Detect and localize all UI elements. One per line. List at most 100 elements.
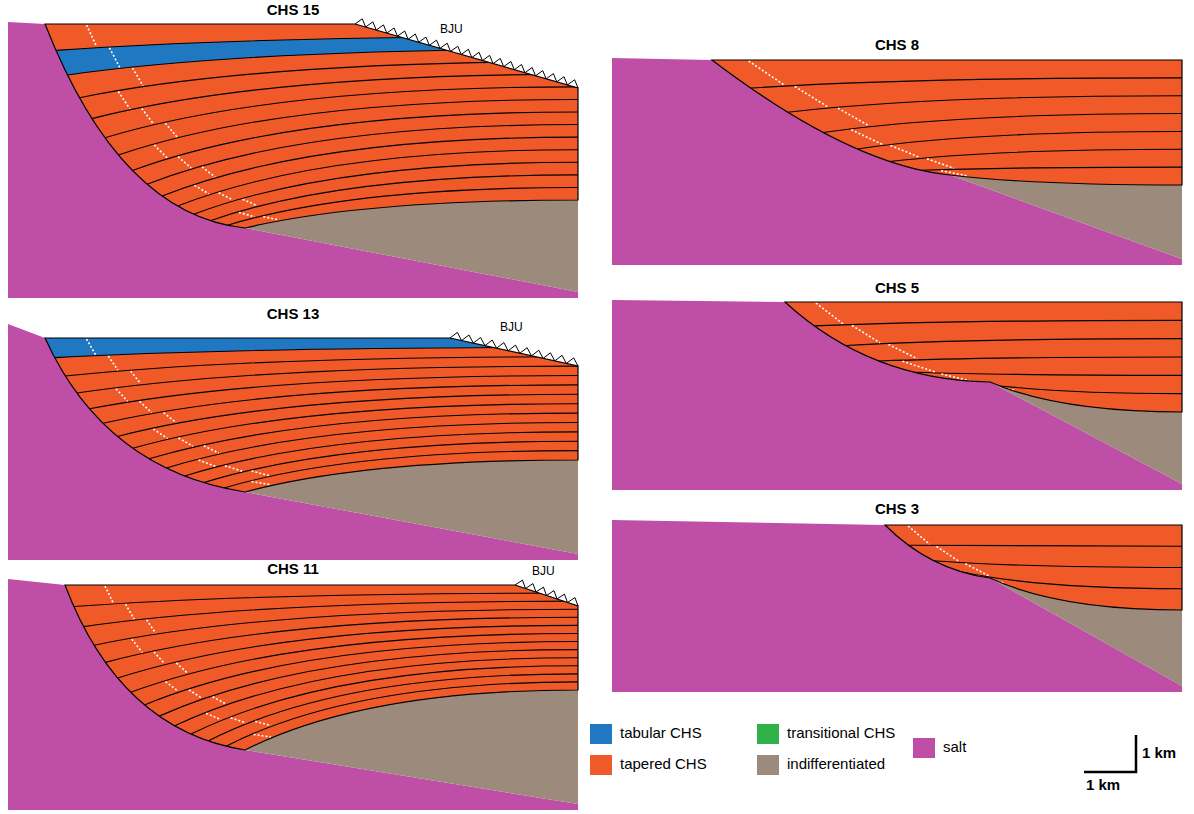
section-panel [612, 58, 1182, 265]
dotted-marker [165, 123, 177, 137]
dotted-marker [164, 413, 177, 423]
tapered-fill [65, 585, 578, 750]
unconformity-label: BJU [532, 564, 555, 578]
section-title: CHS 3 [875, 500, 919, 518]
horizon-line [133, 112, 579, 171]
dotted-marker [178, 157, 191, 168]
tapered-fill [885, 525, 1182, 610]
dotted-marker [936, 546, 959, 561]
dotted-marker [109, 48, 119, 68]
horizon-line [204, 441, 578, 482]
unconformity-zigzag [450, 332, 578, 366]
dotted-marker [927, 159, 954, 168]
dotted-marker [118, 92, 130, 109]
scale-label: 1 km [1086, 776, 1120, 793]
scale-label: 1 km [1086, 776, 1120, 794]
dotted-marker [204, 446, 219, 453]
dotted-marker [243, 199, 257, 205]
tapered-fill [712, 60, 1182, 185]
section-panel [8, 324, 578, 560]
dotted-marker [202, 167, 215, 177]
section-title: CHS 5 [875, 279, 919, 297]
dotted-marker [795, 86, 828, 107]
horizon-line [788, 96, 1182, 113]
dotted-marker [816, 303, 843, 324]
salt-body [8, 579, 578, 810]
legend-swatch [757, 724, 779, 744]
dotted-marker [252, 482, 271, 485]
legend-text: transitional CHS [787, 724, 895, 741]
dotted-marker [176, 663, 187, 673]
horizon-line [908, 545, 1182, 546]
horizon-line [56, 37, 578, 51]
section-title: CHS 13 [267, 305, 320, 323]
horizon-line [118, 625, 578, 678]
horizon-line [117, 394, 578, 436]
tapered-fill [45, 338, 578, 492]
tabular-layer [45, 338, 578, 358]
legend-swatch [913, 738, 935, 758]
tapered-fill [45, 24, 578, 228]
legend-text: indifferentiated [787, 755, 885, 772]
dotted-marker [252, 471, 270, 476]
basin-outline [45, 24, 578, 228]
dotted-marker [87, 339, 96, 355]
dotted-marker [231, 718, 246, 723]
horizon-line [814, 320, 1182, 326]
dotted-marker [132, 639, 142, 652]
dotted-marker [908, 526, 930, 544]
horizon-line [751, 78, 1182, 88]
layer-group [749, 61, 1182, 176]
dotted-marker [195, 185, 209, 194]
legend-swatch [757, 755, 779, 775]
dotted-marker [147, 620, 156, 633]
unconformity-zigzag [355, 19, 578, 88]
section-title: CHS 15 [267, 1, 320, 18]
scale-label: 1 km [1142, 744, 1176, 761]
dotted-marker [178, 438, 193, 446]
unconformity-label: BJU [532, 564, 555, 578]
section-title: CHS 5 [875, 279, 919, 296]
horizon-line [185, 432, 578, 476]
scale-bar [1084, 735, 1136, 772]
section-title: CHS 13 [267, 305, 320, 322]
horizon-line [105, 87, 578, 138]
horizon-line [890, 149, 1182, 161]
legend-swatch [590, 755, 612, 775]
horizon-line [224, 451, 578, 488]
horizon-line [84, 601, 578, 627]
section-title: CHS 8 [875, 36, 919, 54]
dotted-marker [851, 130, 882, 145]
horizon-line [77, 366, 578, 393]
section-title: CHS 8 [875, 36, 919, 53]
dotted-marker [108, 356, 118, 370]
basin-outline [785, 302, 1182, 412]
basin-outline [45, 338, 578, 492]
layer-group [45, 338, 578, 488]
legend-swatch [590, 724, 612, 744]
dotted-marker [154, 652, 165, 664]
salt-body [8, 324, 578, 560]
dotted-marker [87, 25, 97, 47]
basin-outline [885, 525, 1182, 610]
horizon-line [208, 674, 578, 741]
layer-group [56, 25, 578, 225]
legend-text: tapered CHS [620, 755, 707, 772]
dotted-marker [891, 146, 920, 158]
legend-text: salt [943, 738, 966, 755]
horizon-line [74, 593, 578, 606]
dotted-marker [140, 401, 152, 412]
section-title: CHS 11 [267, 560, 319, 578]
unconformity-label: BJU [500, 320, 523, 334]
section-panel [612, 520, 1182, 692]
section-title: CHS 15 [267, 1, 320, 19]
dotted-marker [142, 108, 154, 123]
horizon-line [94, 609, 578, 645]
dotted-marker [133, 68, 143, 86]
dotted-marker [213, 697, 227, 704]
unconformity-zigzag [515, 580, 578, 606]
salt-body [612, 520, 1182, 692]
unconformity-label: BJU [440, 22, 463, 36]
horizon-line [846, 339, 1182, 346]
